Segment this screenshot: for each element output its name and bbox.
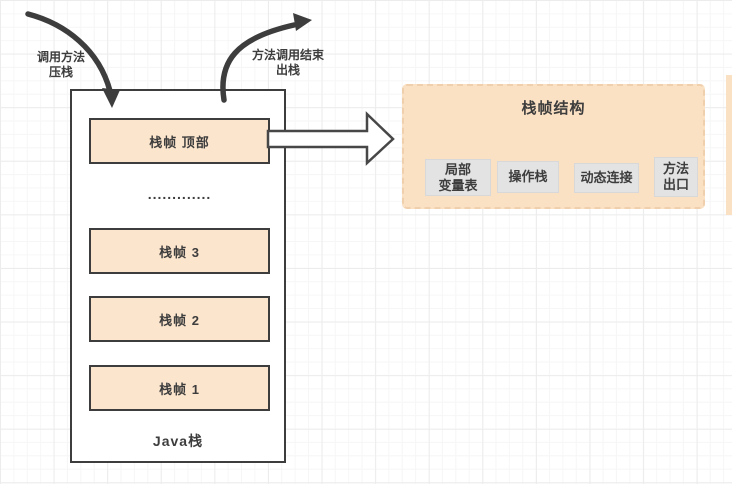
component-dynamic-linking: 动态连接 (574, 163, 639, 193)
block-arrow-icon (266, 111, 395, 166)
stack-frame-3-label: 栈帧 3 (159, 244, 200, 260)
component-operand-stack: 操作栈 (497, 161, 559, 193)
stack-frame-top-label: 栈帧 顶部 (149, 134, 210, 150)
frame-structure-title: 栈帧结构 (521, 100, 586, 117)
stack-frame-2-label: 栈帧 2 (159, 312, 200, 328)
stack-frame-top: 栈帧 顶部 (89, 118, 270, 164)
pop-arrow-label: 方法调用结束 出栈 (251, 48, 324, 77)
clipped-shape-right-edge (726, 75, 732, 215)
component-local-variable-table: 局部 变量表 (425, 159, 491, 196)
java-stack-title: Java栈 (152, 433, 204, 449)
stack-frame-3: 栈帧 3 (89, 228, 270, 274)
stack-frame-1-label: 栈帧 1 (159, 381, 200, 397)
stack-frame-1: 栈帧 1 (89, 365, 270, 411)
component-method-exit: 方法 出口 (654, 157, 698, 197)
stack-ellipsis: ............. (147, 186, 212, 202)
stack-frame-2: 栈帧 2 (89, 296, 270, 342)
push-arrow-label: 调用方法 压栈 (36, 50, 85, 79)
